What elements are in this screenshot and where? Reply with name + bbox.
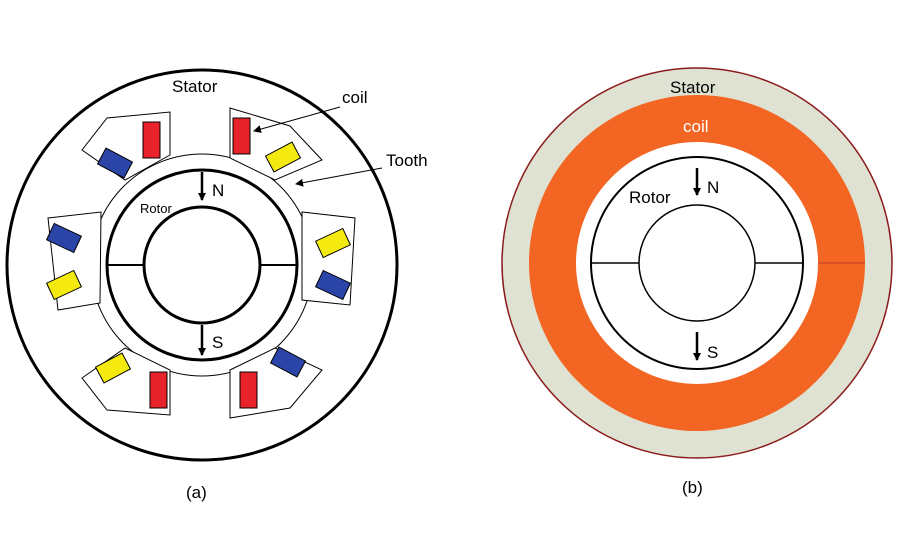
rotor-label-b: Rotor xyxy=(629,188,671,207)
coil-yellow-3 xyxy=(45,269,83,301)
tooth-leader-line xyxy=(295,167,383,187)
south-label-a: S xyxy=(212,333,223,352)
figure-a: Stator coil Tooth Rotor N S (a) xyxy=(5,68,428,502)
coil-label-a: coil xyxy=(342,88,368,107)
shaft-circle xyxy=(142,205,262,325)
stator-label-b: Stator xyxy=(670,78,716,97)
coil-blue-4 xyxy=(269,346,307,378)
coil-red-3 xyxy=(149,371,168,409)
north-label-a: N xyxy=(212,181,224,200)
figure-b: Stator coil Rotor N S (b) xyxy=(501,67,893,497)
south-label-b: S xyxy=(707,343,718,362)
slot-top-right xyxy=(229,107,323,181)
coil-blue-1 xyxy=(96,147,134,179)
caption-b: (b) xyxy=(682,478,703,497)
coil-red-1 xyxy=(142,121,161,159)
coil-red-4 xyxy=(239,371,258,409)
caption-a: (a) xyxy=(186,483,207,502)
coil-leader-line xyxy=(253,106,341,133)
coil-yellow-1 xyxy=(264,141,302,173)
coil-label-b: coil xyxy=(683,117,709,136)
rotor-label-a: Rotor xyxy=(140,201,172,216)
coil-red-2 xyxy=(232,117,251,155)
coil-yellow-4 xyxy=(94,352,132,384)
coil-yellow-2 xyxy=(314,227,352,259)
coil-blue-2 xyxy=(45,222,83,254)
tooth-label-a: Tooth xyxy=(386,151,428,170)
coil-blue-3 xyxy=(314,269,352,301)
north-label-b: N xyxy=(707,178,719,197)
shaft-circle-b xyxy=(638,204,756,322)
coils xyxy=(45,117,352,409)
stator-label-a: Stator xyxy=(172,77,218,96)
